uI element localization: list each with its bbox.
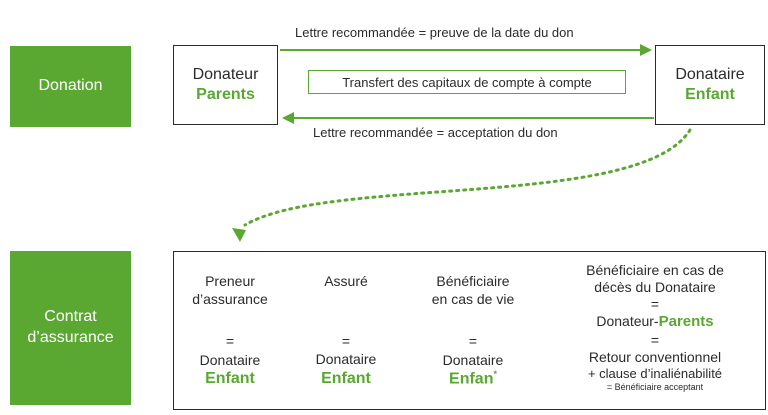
donateur-box: Donateur Parents <box>173 45 278 125</box>
deces-line6: = Bénéficiaire acceptant <box>606 381 704 392</box>
deces-line3: Donateur-Parents <box>555 313 755 331</box>
column-assure: Assuré = Donataire Enfant <box>296 272 396 389</box>
donataire-box: Donataire Enfant <box>655 45 765 125</box>
beneficiaire-vie-line1: Bénéficiaire <box>436 273 510 289</box>
contrat-label-line2: d’assurance <box>27 329 114 346</box>
preneur-eq: = <box>225 333 235 350</box>
arrow-right-icon <box>280 44 652 56</box>
column-beneficiaire-deces: Bénéficiaire en cas de décès du Donatair… <box>555 262 755 393</box>
deces-line3-prefix: Donateur- <box>596 313 659 330</box>
beneficiaire-vie-eq: = <box>468 333 478 350</box>
dotted-curve-arrow-icon <box>232 128 692 242</box>
transfer-label: Transfert des capitaux de compte à compt… <box>342 74 592 90</box>
contrat-label-line1: Contrat <box>44 308 97 326</box>
donation-label: Donation <box>10 46 131 127</box>
beneficiaire-vie-role: Donataire <box>442 351 504 368</box>
donataire-role: Donataire <box>675 66 745 83</box>
beneficiaire-vie-mark: * <box>493 368 497 379</box>
preneur-name: Enfant <box>205 369 255 387</box>
deces-line2: décès du Donataire <box>594 279 716 296</box>
top-arrow-label: Lettre recommandée = preuve de la date d… <box>295 25 574 40</box>
donateur-role: Donateur <box>192 66 259 83</box>
assure-eq: = <box>341 333 351 350</box>
deces-eq1: = <box>650 296 660 313</box>
deces-line1: Bénéficiaire en cas de <box>586 262 724 278</box>
assure-role: Donataire <box>315 351 377 368</box>
donation-label-text: Donation <box>38 77 103 95</box>
beneficiaire-vie-name: Enfan <box>449 370 494 388</box>
preneur-line2: d’assurance <box>192 291 268 308</box>
column-preneur: Preneur d’assurance = Donataire Enfant <box>180 272 280 390</box>
preneur-line1: Preneur <box>205 273 255 289</box>
deces-line3-name: Parents <box>658 313 714 331</box>
donateur-name: Parents <box>196 86 255 103</box>
contract-box <box>173 251 766 410</box>
beneficiaire-vie-name-wrap: Enfan* <box>420 369 526 390</box>
transfer-box: Transfert des capitaux de compte à compt… <box>308 70 626 94</box>
beneficiaire-vie-line2: en cas de vie <box>431 291 515 308</box>
donataire-name: Enfant <box>685 86 735 103</box>
preneur-role: Donataire <box>199 351 261 368</box>
deces-eq2: = <box>650 331 660 348</box>
assure-name: Enfant <box>321 369 371 387</box>
contrat-label: Contrat d’assurance <box>10 251 131 405</box>
deces-line5: + clause d’inaliénabilité <box>587 365 723 381</box>
arrow-left-icon <box>282 112 654 124</box>
assure-line1: Assuré <box>324 273 368 289</box>
deces-line4: Retour conventionnel <box>588 348 722 365</box>
column-beneficiaire-vie: Bénéficiaire en cas de vie = Donataire E… <box>420 272 526 390</box>
bottom-arrow-label: Lettre recommandée = acceptation du don <box>313 125 558 140</box>
